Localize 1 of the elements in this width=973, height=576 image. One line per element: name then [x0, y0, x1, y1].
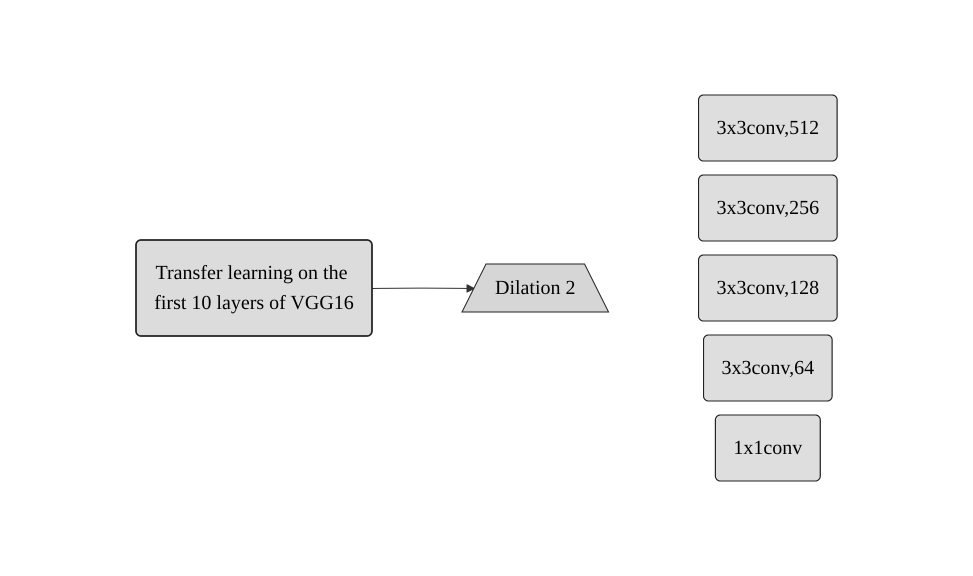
arrow	[372, 284, 475, 293]
